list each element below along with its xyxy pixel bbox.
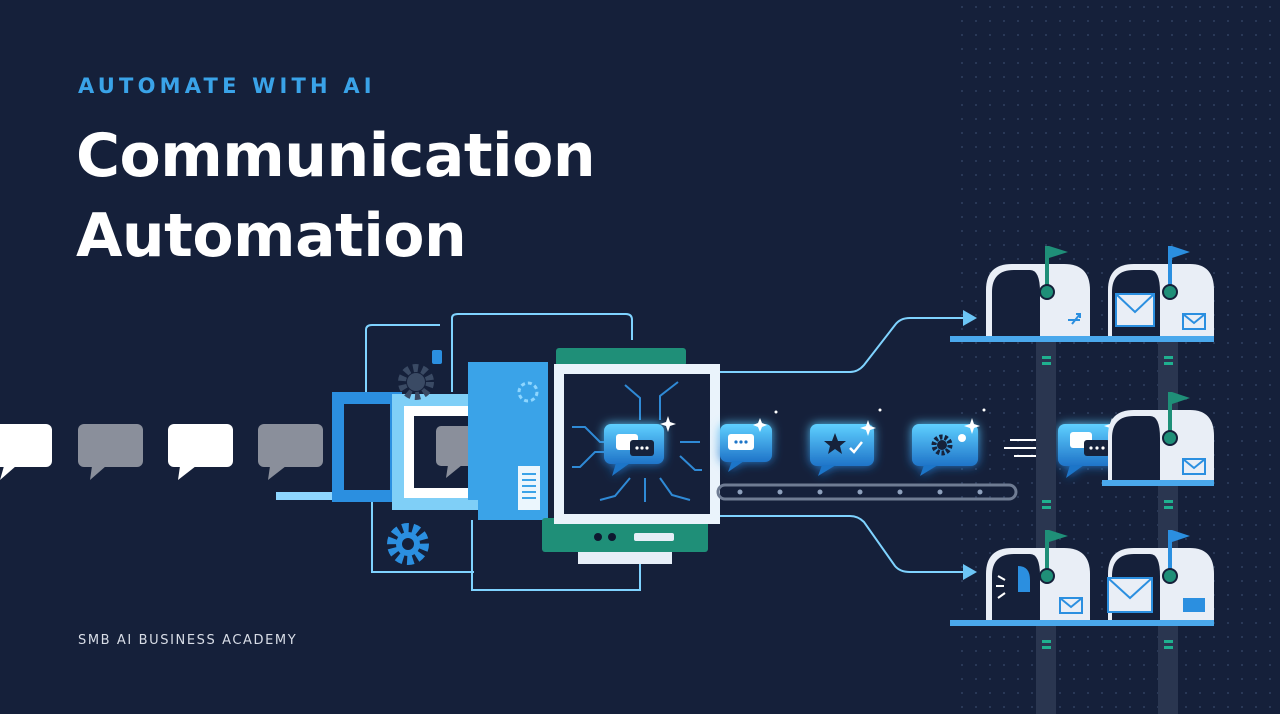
envelope-icon bbox=[1059, 597, 1083, 614]
star-icon bbox=[810, 424, 874, 476]
mailbox-posts bbox=[950, 336, 1214, 714]
envelope-icon bbox=[1182, 313, 1206, 330]
envelope-icon bbox=[1182, 458, 1206, 475]
processed-messages bbox=[720, 424, 1122, 478]
speech-bubble-icon bbox=[1058, 424, 1122, 478]
conveyor-belt bbox=[716, 483, 1018, 501]
speech-bubble-icon bbox=[78, 424, 143, 480]
wiring bbox=[365, 310, 977, 591]
envelope-icon bbox=[1115, 293, 1155, 327]
page-title: Communication Automation bbox=[76, 116, 596, 276]
intake-machine bbox=[276, 350, 548, 565]
speech-bubble-icon bbox=[168, 424, 233, 480]
mailbox-icon bbox=[986, 246, 1090, 336]
speech-bubble-icon bbox=[604, 424, 664, 476]
mailbox-icon bbox=[1108, 392, 1214, 480]
mailbox-icon bbox=[986, 530, 1090, 620]
mailbox-icon bbox=[1108, 246, 1214, 336]
envelope-icon bbox=[1107, 577, 1153, 613]
gear-icon bbox=[398, 364, 434, 400]
title-line-1: Communication bbox=[76, 121, 596, 191]
flag-icon bbox=[1162, 246, 1190, 300]
gear-icon bbox=[912, 424, 978, 476]
speech-bubble-icon bbox=[258, 424, 323, 480]
speech-bubble-icon bbox=[0, 424, 52, 480]
mailbox-icon bbox=[1107, 530, 1214, 620]
flag-icon bbox=[1162, 530, 1190, 584]
flag-icon bbox=[1039, 246, 1068, 300]
flag-icon bbox=[1039, 530, 1068, 584]
flag-icon bbox=[1162, 392, 1190, 446]
eyebrow-heading: AUTOMATE WITH AI bbox=[78, 74, 376, 98]
title-line-2: Automation bbox=[76, 201, 467, 271]
ai-processor bbox=[542, 348, 720, 564]
speech-bubble-icon bbox=[720, 424, 772, 472]
footer-brand: SMB AI BUSINESS ACADEMY bbox=[78, 633, 298, 648]
gear-icon bbox=[387, 523, 429, 565]
